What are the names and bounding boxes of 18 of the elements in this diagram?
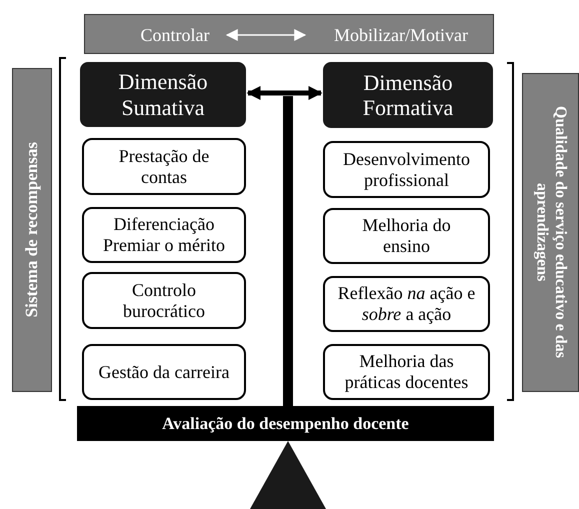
process-box: Melhoria do ensino: [323, 208, 490, 264]
double-arrow: [246, 86, 322, 100]
side-bar: Sistema de recompensas: [12, 68, 52, 392]
process-box: Diferenciação Premiar o mérito: [82, 207, 246, 263]
side-bar: Qualidade do serviço educativo e das aprendizagens: [522, 73, 579, 392]
header-text: Mobilizar/Motivar: [311, 15, 491, 55]
heading-box: Dimensão Sumativa: [80, 62, 246, 127]
process-box: Desenvolvimento profissional: [323, 141, 490, 198]
double-arrow: [226, 29, 306, 41]
process-box: Controlo burocrático: [82, 272, 246, 329]
process-box: Reflexão na ação e sobre a ação: [323, 276, 490, 332]
process-box: Melhoria das práticas docentes: [323, 344, 490, 400]
process-box: Prestação de contas: [82, 138, 246, 195]
beam-bar: Avaliação do desempenho docente: [77, 406, 494, 441]
heading-box: Dimensão Formativa: [323, 62, 493, 128]
header-band: [84, 14, 494, 54]
process-box: Gestão da carreira: [82, 344, 246, 400]
header-text: Controlar: [129, 15, 221, 55]
